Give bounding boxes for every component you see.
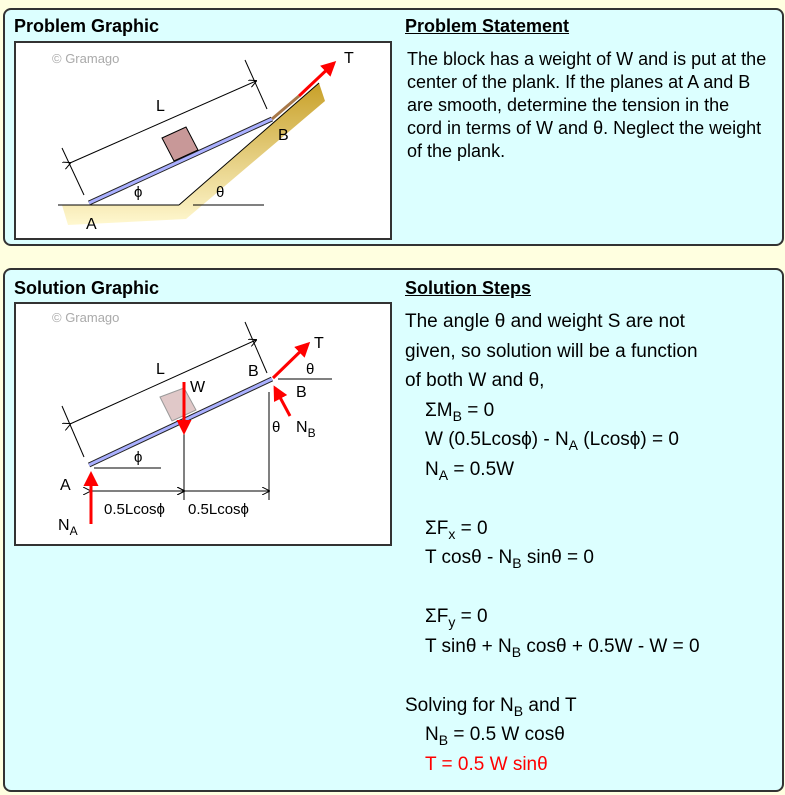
solution-graphic: © Gramago L W T B B θ θ ϕ A NB NA 0.5Lco…	[14, 302, 392, 546]
problem-statement-title: Problem Statement	[405, 16, 570, 36]
label-B: B	[278, 127, 289, 144]
problem-panel: Problem Graphic Problem Statement © Gram…	[3, 8, 784, 246]
dim-right: 0.5Lcosϕ	[188, 501, 249, 518]
label-T: T	[314, 335, 324, 352]
label-phi: ϕ	[134, 449, 142, 466]
final-answer: T = 0.5 W sinθ	[425, 753, 548, 775]
problem-graphic-title: Problem Graphic	[14, 16, 160, 36]
label-A: A	[60, 477, 71, 494]
intro-line: of both W and θ,	[405, 370, 545, 391]
step: Solving for NB and T	[405, 694, 577, 719]
step: ΣMB = 0	[425, 399, 495, 424]
step: T cosθ - NB sinθ = 0	[425, 547, 594, 571]
label-theta-side: θ	[272, 419, 280, 436]
step: T sinθ + NB cosθ + 0.5W - W = 0	[425, 635, 700, 660]
label-NB: NB	[296, 419, 316, 440]
solution-steps-title: Solution Steps	[405, 278, 531, 298]
label-NA: NA	[58, 517, 78, 538]
copyright: © Gramago	[52, 310, 119, 325]
copyright: © Gramago	[52, 51, 119, 66]
step: ΣFx = 0	[425, 517, 488, 542]
label-theta: θ	[216, 184, 224, 201]
step: NA = 0.5W	[425, 458, 515, 483]
label-L: L	[156, 361, 165, 378]
label-T: T	[344, 50, 354, 67]
step: ΣFy = 0	[425, 606, 488, 630]
intro-line: given, so solution will be a function	[405, 340, 698, 362]
problem-statement: The block has a weight of W and is put a…	[407, 49, 767, 161]
step: W (0.5Lcosϕ) - NA (Lcosϕ) = 0	[425, 429, 679, 453]
label-B: B	[248, 363, 259, 380]
dim-left: 0.5Lcosϕ	[104, 501, 165, 518]
label-phi: ϕ	[134, 184, 142, 201]
label-A: A	[86, 216, 97, 233]
problem-graphic: © Gramago L T A B ϕ θ	[14, 41, 392, 240]
solution-steps: The angle θ and weight S are not given, …	[405, 307, 700, 779]
solution-graphic-title: Solution Graphic	[14, 278, 160, 298]
label-theta-top: θ	[306, 361, 314, 378]
intro-line: The angle θ and weight S are not	[405, 311, 685, 332]
label-B-right: B	[296, 384, 307, 401]
step: NB = 0.5 W cosθ	[425, 724, 565, 748]
label-L: L	[156, 98, 165, 115]
solution-panel: Solution Graphic Solution Steps © Gramag…	[3, 268, 784, 792]
label-W: W	[190, 379, 206, 396]
